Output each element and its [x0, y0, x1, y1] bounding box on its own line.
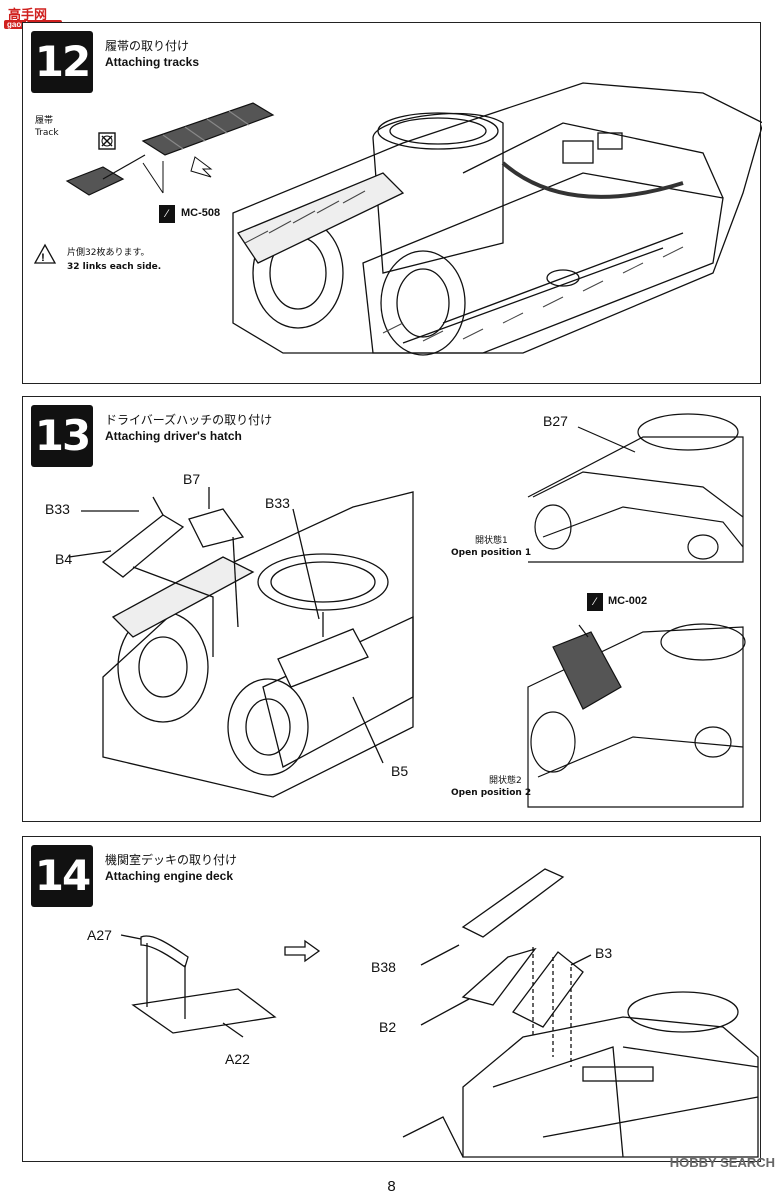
step-title-en: Attaching tracks [105, 55, 200, 69]
paint-code: MC-508 [181, 207, 221, 219]
label-b33-left: B33 [45, 501, 70, 517]
paint-brush-icon: ⁄ [587, 593, 603, 611]
step-14-panel: 14 機関室デッキの取り付け Attaching engine deck [22, 836, 761, 1162]
svg-text:!: ! [41, 252, 45, 264]
paint-code: MC-002 [608, 595, 648, 607]
paint-brush-icon: ⁄ [159, 205, 175, 223]
note-jp: 片側32枚あります。 [67, 248, 150, 258]
step-14-illustration [120, 868, 759, 1158]
open1-jp: 開状態1 [475, 536, 508, 546]
label-a22: A22 [225, 1051, 250, 1067]
label-b7: B7 [183, 471, 201, 487]
label-b38: B38 [371, 959, 396, 975]
label-b2: B2 [379, 1019, 397, 1035]
step-13-illustration [68, 413, 746, 812]
step-number: 12 [31, 31, 93, 93]
label-a27: A27 [87, 927, 112, 943]
label-b4: B4 [55, 551, 73, 567]
no-glue-icon [98, 132, 116, 150]
step-number: 13 [31, 405, 93, 467]
step-title-jp: ドライバーズハッチの取り付け [105, 413, 273, 427]
step-12-illustration: ! [33, 82, 762, 356]
label-b5: B5 [391, 763, 409, 779]
step-12-panel: 12 履帯の取り付け Attaching tracks 履帯 Track ! [22, 22, 762, 384]
logo-text: 高手网 [8, 8, 48, 23]
step-title-en: Attaching engine deck [105, 869, 234, 883]
track-label-en: Track [35, 128, 59, 138]
label-b33-right: B33 [265, 495, 290, 511]
step-title-jp: 履帯の取り付け [105, 39, 190, 53]
step-number: 14 [31, 845, 93, 907]
step-title-jp: 機関室デッキの取り付け [105, 853, 238, 867]
step-13-panel: 13 ドライバーズハッチの取り付け Attaching driver's hat… [22, 396, 761, 822]
track-label-jp: 履帯 [35, 116, 54, 126]
label-b3: B3 [595, 945, 613, 961]
caution-icon [33, 243, 57, 264]
open2-en: Open position 2 [451, 788, 532, 798]
note-en: 32 links each side. [67, 262, 162, 272]
label-b27: B27 [543, 413, 568, 429]
open2-jp: 開状態2 [489, 776, 522, 786]
open1-en: Open position 1 [451, 548, 532, 558]
watermark-bottom: HOBBY SEARCH [669, 1155, 775, 1170]
page-number: 8 [387, 1178, 396, 1195]
step-title-en: Attaching driver's hatch [105, 429, 242, 443]
